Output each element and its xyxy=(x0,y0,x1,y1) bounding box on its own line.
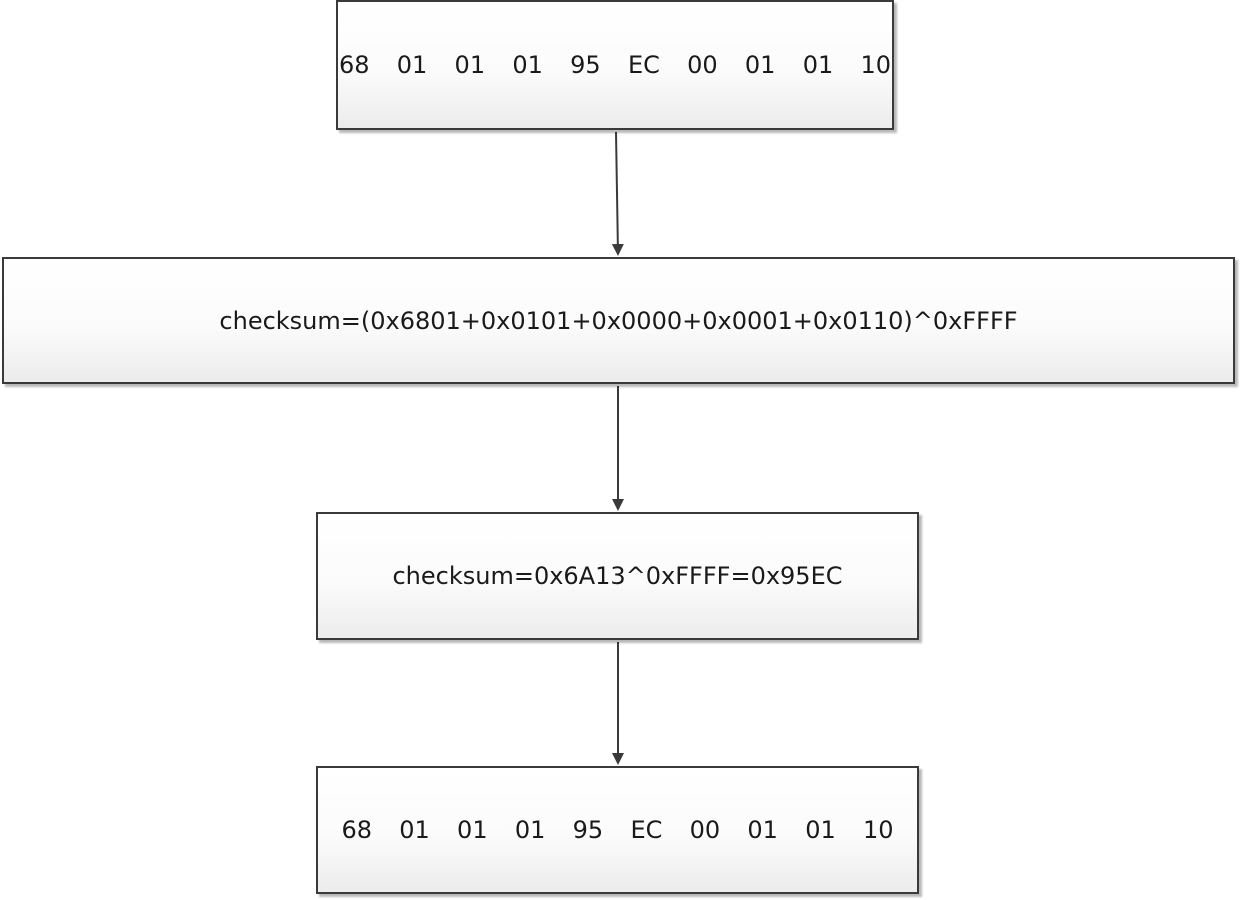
output-frame-box: 68 01 01 01 95 EC 00 01 01 10 xyxy=(316,766,919,894)
arrow-input-to-formula xyxy=(611,131,624,256)
checksum-formula-text: checksum=(0x6801+0x0101+0x0000+0x0001+0x… xyxy=(219,306,1018,335)
checksum-result-box: checksum=0x6A13^0xFFFF=0x95EC xyxy=(316,512,919,640)
checksum-result-text: checksum=0x6A13^0xFFFF=0x95EC xyxy=(392,562,843,590)
checksum-formula-box: checksum=(0x6801+0x0101+0x0000+0x0001+0x… xyxy=(2,257,1235,384)
input-frame-box: 68 01 01 01 95 EC 00 01 01 10 xyxy=(336,0,894,130)
input-frame-text: 68 01 01 01 95 EC 00 01 01 10 xyxy=(338,51,892,79)
output-frame-text: 68 01 01 01 95 EC 00 01 01 10 xyxy=(341,816,894,844)
